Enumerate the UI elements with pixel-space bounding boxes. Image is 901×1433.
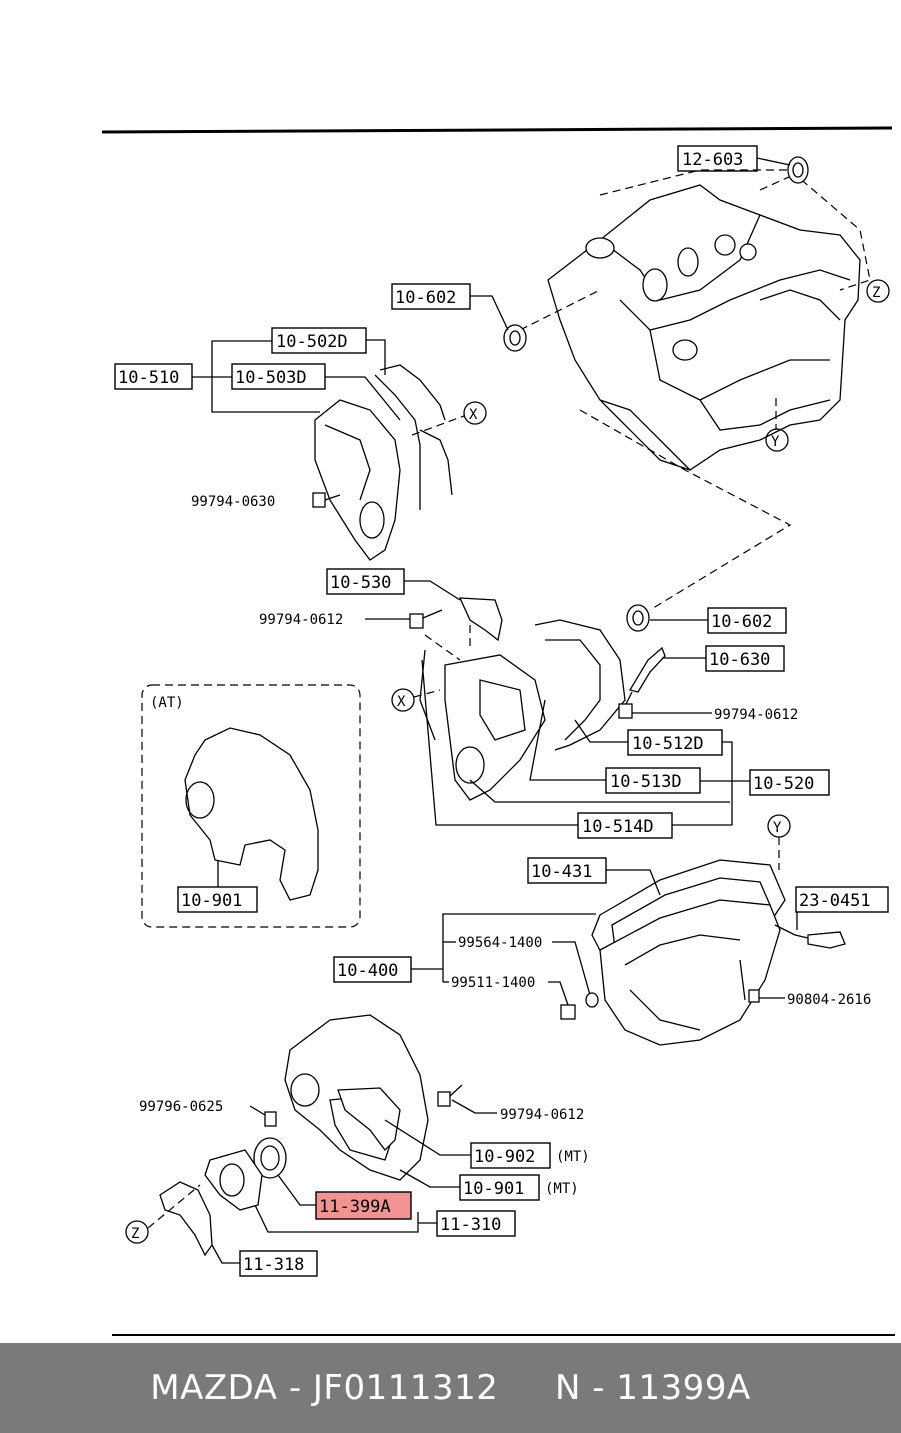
upper-timing-cover [314, 364, 453, 561]
label-10-513D: 10-513D [610, 772, 682, 792]
label-10-512D: 10-512D [632, 734, 704, 754]
seal-10-602-lower [626, 604, 650, 632]
label-box-10-902 [470, 1142, 551, 1169]
bolt-99794-0612-b [618, 691, 633, 719]
label-box-10-602-b [707, 607, 787, 634]
label-box-10-431 [527, 857, 607, 884]
label-99564-1400: 99564-1400 [458, 935, 542, 951]
dipstick-guide-10-630 [628, 646, 666, 693]
label-box-10-520 [749, 769, 830, 796]
label-99796-0625: 99796-0625 [139, 1099, 223, 1115]
label-10-400: 10-400 [337, 961, 398, 981]
seal-dash [519, 289, 601, 331]
label-10-502D: 10-502D [276, 332, 348, 352]
engine-block [547, 184, 861, 471]
label-99511-1400: 99511-1400 [451, 975, 535, 991]
marker-x-upper-text: X [469, 407, 478, 423]
label-99794-0612-a: 99794-0612 [259, 612, 343, 628]
marker-z-bottom-text: Z [131, 1226, 139, 1242]
washer-99564-1400 [585, 992, 599, 1008]
label-11-310: 11-310 [440, 1215, 501, 1235]
label-box-11-399A [315, 1191, 412, 1220]
nut-99511-1400 [560, 1004, 576, 1020]
label-11-399A: 11-399A [319, 1197, 391, 1217]
marker-x-upper [463, 401, 487, 425]
label-10-520: 10-520 [753, 774, 814, 794]
label-box-10-901-b [459, 1174, 540, 1201]
label-10-510: 10-510 [118, 368, 179, 388]
label-box-10-530 [326, 568, 405, 595]
label-10-514D: 10-514D [582, 817, 654, 837]
label-10-503D: 10-503D [235, 368, 307, 388]
label-10-902: 10-902 [474, 1147, 535, 1167]
drain-plug-23-0451 [807, 931, 846, 949]
label-10-602-a: 10-602 [395, 288, 456, 308]
seal-12-603 [787, 156, 809, 184]
footer-sep-1: - [277, 1368, 313, 1408]
label-mt-1: (MT) [556, 1149, 590, 1165]
label-box-10-400 [333, 956, 412, 983]
label-99794-0630: 99794-0630 [191, 494, 275, 510]
label-box-11-310 [436, 1210, 516, 1237]
label-12-603: 12-603 [682, 150, 743, 170]
label-box-23-0451 [795, 886, 889, 913]
marker-y-top [765, 428, 789, 452]
rear-oil-seal-11-399A [253, 1137, 287, 1179]
label-10-602-b: 10-602 [711, 612, 772, 632]
marker-z-top [866, 279, 890, 303]
marker-y-bottom-text: Y [773, 820, 782, 836]
label-10-901-b: 10-901 [463, 1179, 524, 1199]
footer-brand: MAZDA [150, 1368, 278, 1408]
marker-z-top-text: Z [872, 285, 880, 301]
label-10-431: 10-431 [531, 862, 592, 882]
bolt-99794-0612-c [437, 1084, 463, 1107]
label-11-318: 11-318 [243, 1255, 304, 1275]
marker-y-top-text: Y [771, 434, 780, 450]
bolt-99796-0625 [264, 1111, 277, 1127]
bracket-10-530 [458, 597, 503, 642]
bolt-99794-0612-a [409, 609, 443, 629]
label-box-10-510 [114, 363, 193, 390]
part-number-footer: MAZDA - JF0111312 N - 11399A [0, 1343, 901, 1433]
label-box-12-603 [677, 145, 758, 172]
marker-x-lower [391, 688, 415, 712]
label-10-530: 10-530 [330, 573, 391, 593]
highlight-11-399A [316, 1192, 411, 1219]
label-box-10-602-a [391, 283, 471, 310]
label-10-630: 10-630 [709, 650, 770, 670]
label-mt-2: (MT) [545, 1181, 579, 1197]
dust-cover-10-902 [337, 1087, 401, 1151]
label-90804-2616: 90804-2616 [787, 992, 871, 1008]
footer-ref-code: N - 11399A [554, 1368, 751, 1408]
engine-outline-dash [599, 169, 871, 291]
footer-gap [498, 1368, 555, 1408]
top-rule [101, 126, 893, 134]
drive-plate-at [184, 727, 319, 901]
label-box-10-901-a [177, 886, 258, 913]
rear-seal-housing-11-310 [204, 1149, 263, 1211]
lower-timing-cover [419, 619, 626, 801]
label-23-0451: 23-0451 [799, 891, 871, 911]
seal-top-dash [759, 171, 801, 191]
label-box-10-630 [705, 645, 785, 672]
label-10-901-a: 10-901 [181, 891, 242, 911]
gasket-11-318 [159, 1181, 213, 1257]
seal-10-602-upper [503, 324, 527, 352]
label-99794-0612-b: 99794-0612 [714, 707, 798, 723]
parts-diagram: 12-603 Z Y 10-602 99794-0630 10-502D 10-… [101, 126, 895, 1336]
label-box-11-318 [239, 1250, 318, 1277]
marker-z-bottom [125, 1220, 149, 1244]
at-group-frame [141, 684, 361, 928]
label-99794-0612-c: 99794-0612 [500, 1107, 584, 1123]
marker-x-lower-text: X [397, 694, 406, 710]
label-at-group: (AT) [150, 695, 184, 711]
footer-part-number: JF0111312 [312, 1368, 499, 1408]
bolt-90804-2616 [748, 989, 760, 1003]
bolt-99794-0630 [312, 492, 341, 508]
